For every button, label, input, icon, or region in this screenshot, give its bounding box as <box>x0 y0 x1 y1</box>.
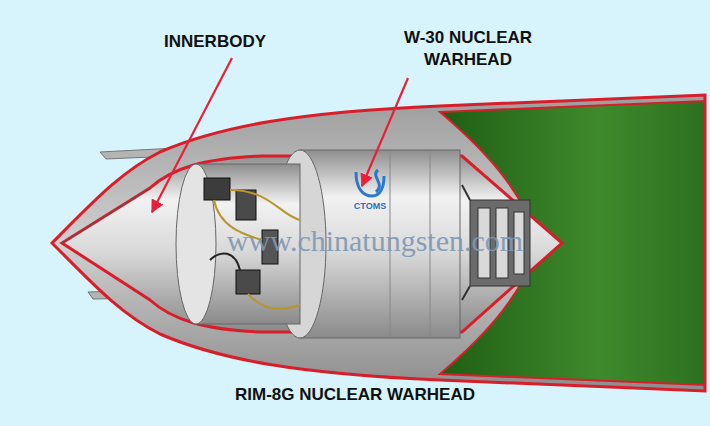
logo-text: CTOMS <box>340 201 400 211</box>
leader-arrow <box>152 58 232 212</box>
logo-mark <box>356 170 384 196</box>
leader-arrow <box>362 78 408 186</box>
outer-shell <box>52 95 705 391</box>
caption: RIM-8G NUCLEAR WARHEAD <box>0 384 710 406</box>
part-label: INNERBODY <box>135 31 295 53</box>
nose-edge <box>62 188 150 243</box>
part-label: W-30 NUCLEAR WARHEAD <box>393 27 543 71</box>
watermark: www.chinatungsten.com <box>165 224 585 258</box>
